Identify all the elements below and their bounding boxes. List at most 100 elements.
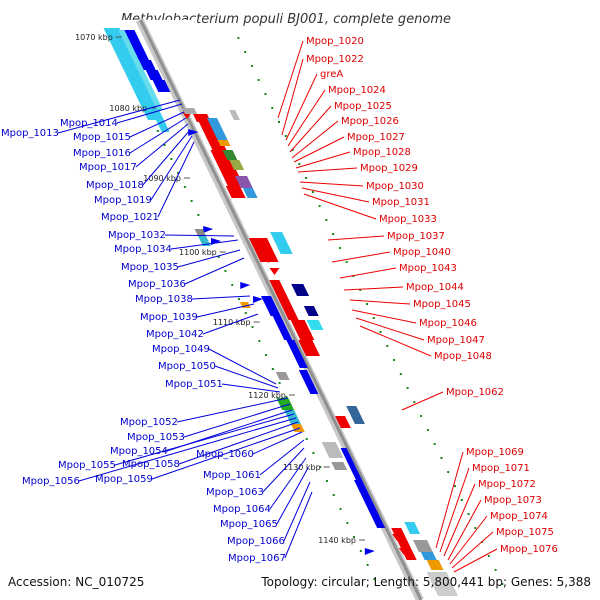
gc-dot xyxy=(338,247,341,249)
gc-dot xyxy=(467,513,470,515)
forward-gene-label[interactable]: Mpop_1046 xyxy=(419,318,477,329)
feature-box-right-2 xyxy=(217,140,231,146)
reverse-leader-line xyxy=(221,383,281,393)
forward-leader-line xyxy=(285,73,318,141)
reverse-gene-label[interactable]: Mpop_1035 xyxy=(121,262,179,273)
reverse-gene-label[interactable]: Mpop_1059 xyxy=(95,474,153,485)
gc-dot xyxy=(325,219,328,221)
gc-dot xyxy=(224,270,227,272)
reverse-gene-label[interactable]: Mpop_1032 xyxy=(108,230,166,241)
gc-dot xyxy=(399,373,402,375)
reverse-gene-label[interactable]: Mpop_1054 xyxy=(110,446,168,457)
reverse-gene-label[interactable]: Mpop_1034 xyxy=(114,244,172,255)
reverse-gene-label[interactable]: Mpop_1060 xyxy=(196,449,254,460)
forward-leader-line xyxy=(303,193,377,220)
forward-leader-line xyxy=(435,451,464,549)
reverse-arrow-5 xyxy=(364,548,375,555)
reverse-gene-label[interactable]: Mpop_1064 xyxy=(213,504,271,515)
forward-leader-line xyxy=(453,548,498,573)
forward-gene-label[interactable]: Mpop_1024 xyxy=(328,85,386,96)
forward-gene-label[interactable]: Mpop_1043 xyxy=(399,263,457,274)
reverse-gene-label[interactable]: Mpop_1049 xyxy=(152,344,210,355)
gc-dot xyxy=(305,177,308,179)
forward-gene-label[interactable]: Mpop_1071 xyxy=(472,463,530,474)
forward-gene-label[interactable]: greA xyxy=(320,69,343,80)
forward-gene-label[interactable]: Mpop_1076 xyxy=(500,544,558,555)
feature-box-left-5 xyxy=(284,410,301,424)
reverse-cds-2 xyxy=(145,70,163,80)
forward-gene-label[interactable]: Mpop_1031 xyxy=(372,197,430,208)
forward-gene-label[interactable]: Mpop_1025 xyxy=(334,101,392,112)
reverse-gene-label[interactable]: Mpop_1066 xyxy=(227,536,285,547)
reverse-gene-label[interactable]: Mpop_1015 xyxy=(73,132,131,143)
forward-gene-label[interactable]: Mpop_1028 xyxy=(353,147,411,158)
feature-box-right-13 xyxy=(412,540,433,552)
gc-dot xyxy=(278,382,281,384)
forward-arrow-9 xyxy=(398,548,409,555)
forward-gene-label[interactable]: Mpop_1022 xyxy=(306,54,364,65)
forward-gene-label[interactable]: Mpop_1029 xyxy=(360,163,418,174)
forward-gene-label[interactable]: Mpop_1027 xyxy=(347,132,405,143)
reverse-leader-line xyxy=(157,141,195,218)
reverse-gene-label[interactable]: Mpop_1058 xyxy=(122,459,180,470)
reverse-gene-label[interactable]: Mpop_1039 xyxy=(140,312,198,323)
reverse-gene-label[interactable]: Mpop_1016 xyxy=(73,148,131,159)
gc-dot xyxy=(366,564,369,566)
forward-leader-line xyxy=(443,483,476,557)
reverse-gene-label[interactable]: Mpop_1019 xyxy=(94,195,152,206)
reverse-gene-label[interactable]: Mpop_1065 xyxy=(220,519,278,530)
reverse-gene-label[interactable]: Mpop_1050 xyxy=(158,361,216,372)
forward-gene-label[interactable]: Mpop_1069 xyxy=(466,447,524,458)
reverse-gene-label[interactable]: Mpop_1018 xyxy=(86,180,144,191)
feature-box-left-1 xyxy=(198,236,211,246)
reverse-gene-label[interactable]: Mpop_1052 xyxy=(120,417,178,428)
reverse-gene-label[interactable]: Mpop_1014 xyxy=(60,118,118,129)
forward-gene-label[interactable]: Mpop_1048 xyxy=(434,351,492,362)
reverse-gene-label[interactable]: Mpop_1061 xyxy=(203,470,261,481)
reverse-gene-label[interactable]: Mpop_1038 xyxy=(135,294,193,305)
forward-gene-label[interactable]: Mpop_1075 xyxy=(496,527,554,538)
reverse-gene-label[interactable]: Mpop_1063 xyxy=(206,487,264,498)
forward-cds-6 xyxy=(269,280,299,320)
reverse-cds-12 xyxy=(353,480,375,505)
forward-gene-label[interactable]: Mpop_1044 xyxy=(406,282,464,293)
forward-gene-label[interactable]: Mpop_1037 xyxy=(387,231,445,242)
reverse-gene-label[interactable]: Mpop_1053 xyxy=(127,432,185,443)
reverse-gene-label[interactable]: Mpop_1036 xyxy=(128,279,186,290)
reverse-cds-1 xyxy=(138,60,156,70)
forward-cds-7 xyxy=(290,320,315,340)
forward-gene-label[interactable]: Mpop_1030 xyxy=(366,181,424,192)
forward-gene-label[interactable]: Mpop_1073 xyxy=(484,495,542,506)
gc-dot xyxy=(346,522,349,524)
gc-dot xyxy=(379,331,382,333)
reverse-gene-label[interactable]: Mpop_1067 xyxy=(228,553,286,564)
reverse-leader-line xyxy=(208,348,277,385)
forward-gene-label[interactable]: Mpop_1045 xyxy=(413,299,471,310)
map-title: Methylobacterium populi BJ001, complete … xyxy=(121,12,451,27)
forward-gene-label[interactable]: Mpop_1062 xyxy=(446,387,504,398)
forward-gene-label[interactable]: Mpop_1033 xyxy=(379,214,437,225)
forward-gene-label[interactable]: Mpop_1026 xyxy=(341,116,399,127)
forward-gene-label[interactable]: Mpop_1040 xyxy=(393,247,451,258)
gc-dot xyxy=(474,527,477,529)
forward-gene-label[interactable]: Mpop_1047 xyxy=(427,335,485,346)
forward-gene-label[interactable]: Mpop_1020 xyxy=(306,36,364,47)
gc-dot xyxy=(284,135,287,137)
reverse-cds-9 xyxy=(303,380,319,394)
gc-dot xyxy=(244,312,247,314)
map-band xyxy=(113,20,474,600)
reverse-gene-label[interactable]: Mpop_1056 xyxy=(22,476,80,487)
forward-gene-label[interactable]: Mpop_1074 xyxy=(490,511,548,522)
reverse-gene-label[interactable]: Mpop_1042 xyxy=(146,329,204,340)
reverse-gene-label[interactable]: Mpop_1017 xyxy=(79,162,137,173)
reverse-gene-label[interactable]: Mpop_1013 xyxy=(1,128,59,139)
reverse-gene-label[interactable]: Mpop_1021 xyxy=(101,212,159,223)
gc-dot xyxy=(244,51,247,53)
reverse-leader-line xyxy=(262,447,305,493)
forward-gene-label[interactable]: Mpop_1072 xyxy=(478,479,536,490)
reverse-gene-label[interactable]: Mpop_1051 xyxy=(165,379,223,390)
forward-arrow-3 xyxy=(224,174,235,181)
reverse-gene-label[interactable]: Mpop_1055 xyxy=(58,460,116,471)
reverse-leader-line xyxy=(135,123,189,168)
